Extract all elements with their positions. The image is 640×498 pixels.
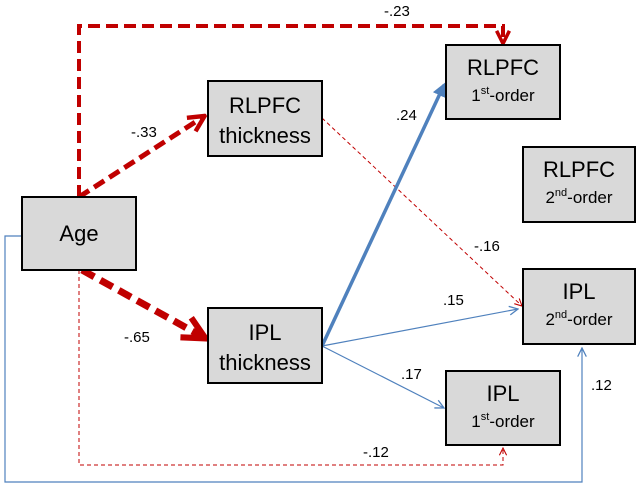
edge-ipl-thickness-ipl-first — [321, 345, 444, 408]
node-ipl-second-line2: 2nd-order — [545, 309, 612, 329]
edge-ipl-thickness-rlpfc-first — [320, 82, 446, 347]
label-age-rlpfc-first: -.23 — [384, 3, 410, 20]
node-ipl-first-line2: 1st-order — [471, 411, 535, 431]
label-ipl-thickness-ipl-first: .17 — [401, 366, 422, 383]
edge-age-ipl-thickness — [80, 266, 203, 337]
node-age: Age — [21, 196, 137, 271]
node-ipl-second-line1: IPL — [562, 279, 595, 304]
node-age-label: Age — [59, 221, 98, 246]
node-ipl-first-num: 1 — [471, 412, 480, 431]
node-rlpfc-second-num: 2 — [545, 188, 554, 207]
node-rlpfc-first-line1: RLPFC — [467, 55, 539, 80]
node-rlpfc-second-line2: 2nd-order — [545, 187, 612, 207]
label-ipl-thickness-ipl-second: .15 — [443, 292, 464, 309]
node-rlpfc-thickness-line1: RLPFC — [229, 93, 301, 118]
node-rlpfc-first: RLPFC 1st-order — [445, 44, 561, 120]
label-rlpfc-thickness-ipl-second: -.16 — [474, 238, 500, 255]
node-rlpfc-second: RLPFC 2nd-order — [522, 146, 636, 223]
node-rlpfc-second-sup: nd — [555, 187, 567, 199]
node-rlpfc-first-sup: st — [481, 85, 490, 97]
node-rlpfc-thickness: RLPFC thickness — [207, 80, 323, 157]
node-rlpfc-first-rest: -order — [489, 86, 535, 105]
label-age-ipl-second: .12 — [591, 377, 612, 394]
node-rlpfc-first-num: 1 — [471, 86, 480, 105]
node-ipl-second-rest: -order — [567, 310, 613, 329]
node-ipl-first-rest: -order — [489, 412, 535, 431]
node-rlpfc-second-line1: RLPFC — [543, 157, 615, 182]
node-rlpfc-first-line2: 1st-order — [471, 85, 535, 105]
edge-age-ipl-second — [4, 235, 582, 483]
edge-age-rlpfc-first — [77, 24, 503, 197]
node-ipl-second: IPL 2nd-order — [522, 268, 636, 345]
label-ipl-thickness-rlpfc-first: .24 — [396, 107, 417, 124]
node-ipl-thickness: IPL thickness — [207, 307, 323, 384]
node-rlpfc-second-rest: -order — [567, 188, 613, 207]
edge-age-ipl-first — [78, 270, 503, 466]
node-ipl-first-line1: IPL — [486, 381, 519, 406]
label-age-ipl-thickness: -.65 — [124, 329, 150, 346]
edge-ipl-thickness-ipl-second — [321, 309, 518, 347]
node-ipl-first-sup: st — [481, 411, 490, 423]
label-age-ipl-first: -.12 — [363, 444, 389, 461]
edge-rlpfc-thickness-ipl-second — [321, 117, 522, 306]
node-ipl-thickness-line2: thickness — [219, 350, 311, 375]
node-ipl-second-num: 2 — [545, 310, 554, 329]
node-ipl-first: IPL 1st-order — [445, 370, 561, 446]
node-ipl-thickness-line1: IPL — [248, 320, 281, 345]
edge-age-rlpfc-thickness — [77, 117, 203, 200]
label-age-rlpfc-thickness: -.33 — [131, 124, 157, 141]
node-rlpfc-thickness-line2: thickness — [219, 123, 311, 148]
node-ipl-second-sup: nd — [555, 309, 567, 321]
